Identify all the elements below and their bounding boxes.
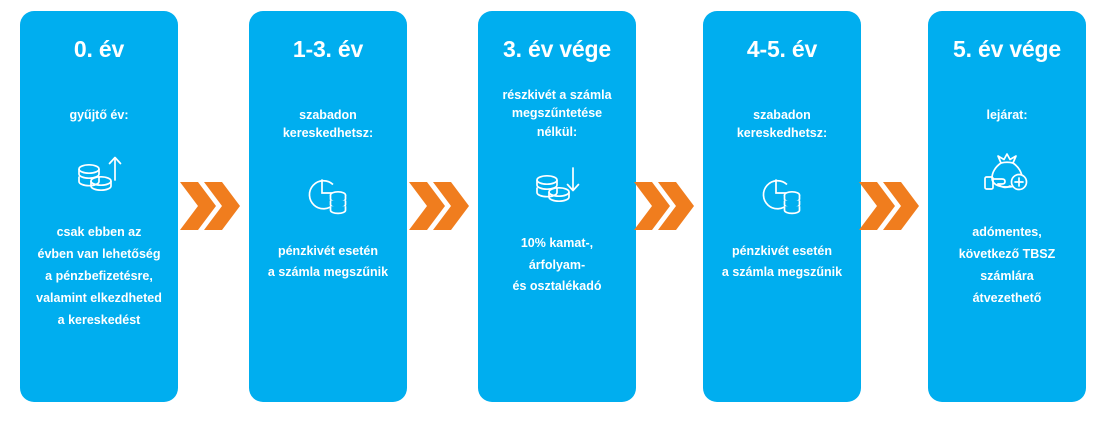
clock-coin-stack-icon bbox=[757, 169, 807, 219]
double-chevron-right-icon bbox=[178, 178, 240, 234]
double-chevron-right-icon bbox=[632, 178, 694, 234]
step-title: 4-5. év bbox=[746, 36, 818, 62]
step-title: 3. év vége bbox=[503, 36, 611, 62]
timeline-step-card: 5. év vége lejárat: adómentes,következő T… bbox=[928, 11, 1086, 402]
coin-stack-up-arrow-icon bbox=[74, 150, 124, 200]
step-body: 10% kamat-,árfolyam-és osztalékadó bbox=[512, 235, 602, 294]
hand-money-bag-plus-icon bbox=[981, 150, 1033, 200]
step-title: 0. év bbox=[73, 36, 125, 62]
double-chevron-right-icon bbox=[407, 178, 469, 234]
step-title: 1-3. év bbox=[292, 36, 364, 62]
coin-stack-down-arrow-icon bbox=[532, 161, 582, 211]
step-subtitle: lejárat: bbox=[986, 108, 1028, 123]
step-subtitle: gyűjtő év: bbox=[69, 108, 129, 123]
clock-coin-stack-icon bbox=[303, 169, 353, 219]
step-title: 5. év vége bbox=[953, 36, 1061, 62]
double-chevron-right-icon bbox=[857, 178, 919, 234]
